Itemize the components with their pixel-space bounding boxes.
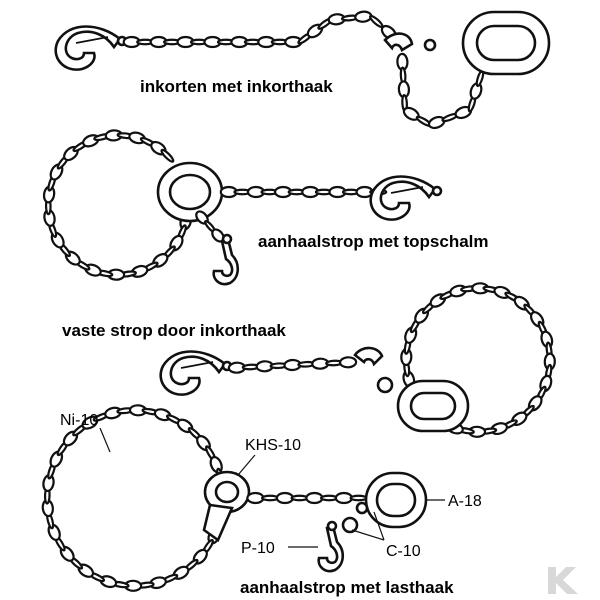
hook-icon xyxy=(159,350,233,396)
shortening-hook-icon xyxy=(383,32,437,52)
chain-loop xyxy=(42,129,194,281)
chain-loop xyxy=(41,404,228,592)
grab-hook-icon xyxy=(54,25,128,71)
callout-p10: P-10 xyxy=(241,540,275,557)
caption-vaste-strop: vaste strop door inkorthaak xyxy=(62,321,286,340)
khs-shortening-hook-icon xyxy=(202,470,251,542)
diagram-inkorten: inkorten met inkorthaak xyxy=(54,10,551,130)
chain-link xyxy=(261,494,280,502)
hook-icon xyxy=(369,175,443,221)
master-link-icon xyxy=(364,471,428,529)
top-link-icon xyxy=(156,161,224,223)
callout-leader-ni10 xyxy=(99,427,111,453)
diagram-topschalm: aanhaalstrop met topschalm xyxy=(42,129,489,286)
grab-hook-icon xyxy=(212,233,240,286)
coupling-link-icon xyxy=(341,501,369,534)
chain-drop xyxy=(396,52,485,130)
chain-link xyxy=(369,14,384,29)
chain-drop xyxy=(195,210,225,243)
shortening-hook-icon xyxy=(353,346,394,394)
diagram-vaste-strop: vaste strop door inkorthaak xyxy=(62,282,556,438)
callout-a18: A-18 xyxy=(448,493,482,510)
callout-c10: C-10 xyxy=(386,543,421,560)
chain-straight xyxy=(227,356,358,374)
caption-lasthaak: aanhaalstrop met lasthaak xyxy=(240,578,454,597)
chain-straight xyxy=(246,491,368,505)
master-link-icon xyxy=(461,10,551,76)
callout-leader-khs10 xyxy=(237,454,256,476)
callout-leader-c10 xyxy=(351,511,385,541)
callout-khs10: KHS-10 xyxy=(245,437,301,454)
load-hook-icon xyxy=(317,520,345,573)
caption-inkorten: inkorten met inkorthaak xyxy=(140,77,333,96)
brand-logo xyxy=(548,567,578,594)
chain-link xyxy=(320,494,339,502)
chain-link xyxy=(349,494,368,502)
chain-link xyxy=(160,148,175,163)
chain-link xyxy=(339,356,358,369)
callout-ni10: Ni-10 xyxy=(60,412,98,429)
chain-straight xyxy=(219,185,388,199)
master-link-icon xyxy=(396,379,470,433)
caption-topschalm: aanhaalstrop met topschalm xyxy=(258,232,489,251)
chain-upper xyxy=(122,10,397,49)
chain-link xyxy=(290,494,309,502)
diagram-lasthaak: Ni-10 KHS-10 A-18 P-10 C-10 aanhaalstrop… xyxy=(41,404,482,597)
